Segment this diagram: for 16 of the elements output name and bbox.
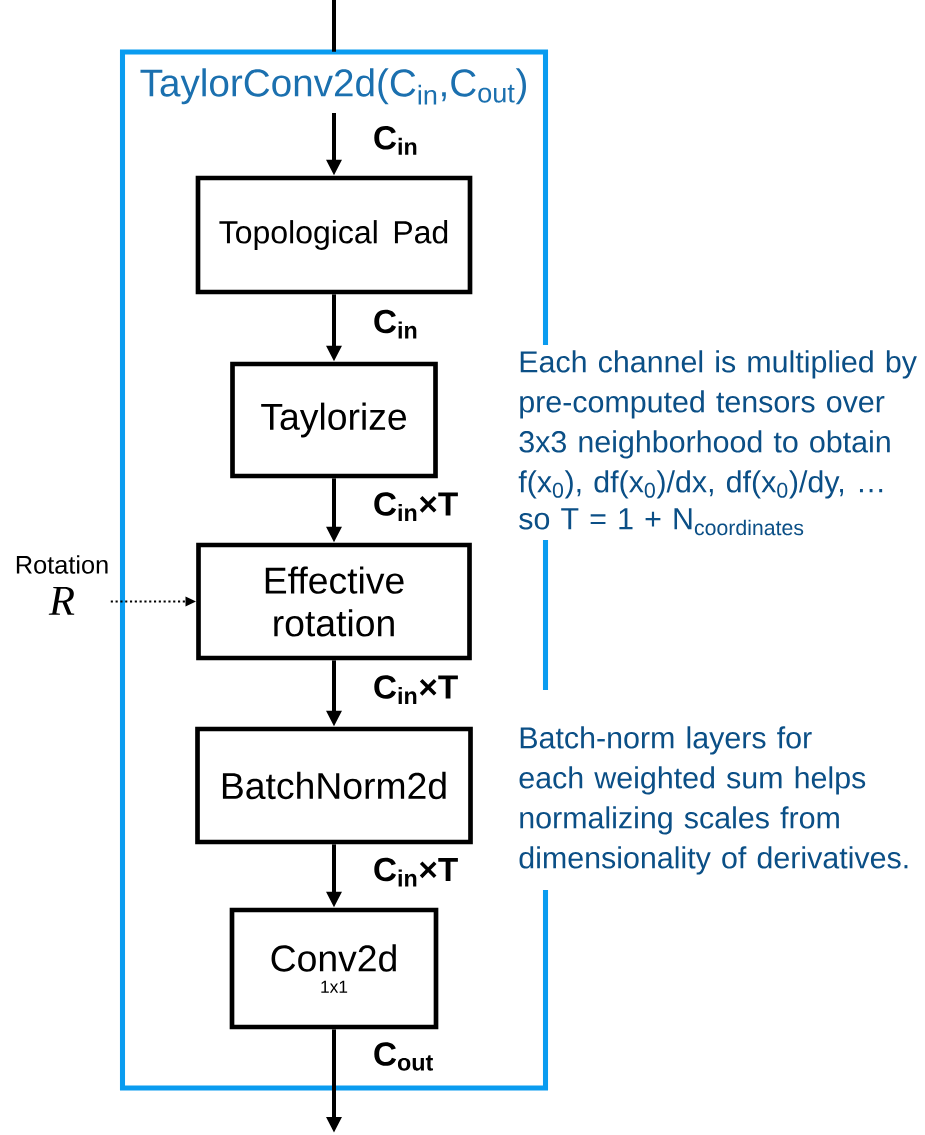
annotation-text: $\text{so T = 1 + N}_{\text{coordinates}}$ xyxy=(519,508,804,536)
annotation-text: Each channel is multiplied by pre-computed tensors over 3x3 neighborhood to obtain f(x$_{0}$), df(x$_{0}$)/dx, df(x$_{0}$)/dy, … xyxy=(518,350,917,499)
process-box: Topological Pad xyxy=(195,175,473,295)
process-box: Effective rotation xyxy=(196,542,472,661)
edge-label: C$_{out}$ xyxy=(374,1042,433,1071)
annotation-text: Batch-norm layers for each weighted sum helps normalizing scales from dimensionality of derivatives. xyxy=(519,726,908,875)
edge-label: C$_{in}$×T xyxy=(374,492,458,521)
input-label: Rotation R xyxy=(16,555,108,615)
edge-label: C$_{in}$×T xyxy=(374,857,458,887)
edge-label: C$_{in}$ xyxy=(374,309,417,339)
block-title: TaylorConv2d(C$_{in}$,C$_{out}$) xyxy=(140,68,526,105)
process-box: Taylorize xyxy=(230,361,438,479)
edge-label: C$_{in}$ xyxy=(374,125,417,155)
process-box: Conv2d 1x1 xyxy=(229,907,439,1030)
edge-label: C$_{in}$×T xyxy=(374,675,458,704)
process-box: BatchNorm2d xyxy=(195,726,473,845)
